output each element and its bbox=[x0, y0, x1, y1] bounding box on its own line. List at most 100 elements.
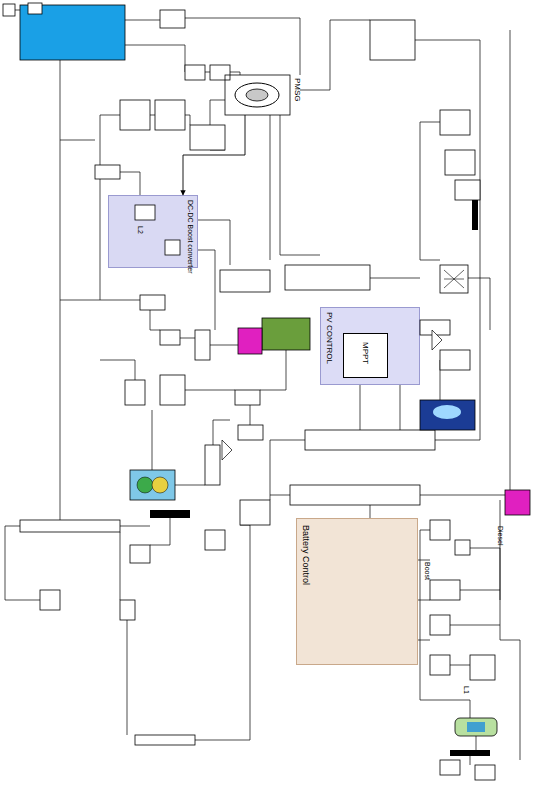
mppt-block: MPPT bbox=[343, 333, 388, 378]
gain-block bbox=[195, 330, 210, 360]
bus-bar bbox=[472, 200, 478, 230]
signal-label: Diesel bbox=[497, 526, 504, 545]
signal-connector bbox=[183, 115, 245, 195]
inductor-symbol bbox=[430, 580, 460, 600]
wire bbox=[150, 310, 286, 390]
scope-block bbox=[130, 545, 150, 563]
wire bbox=[210, 100, 320, 260]
wire bbox=[5, 525, 250, 740]
wire bbox=[125, 45, 240, 75]
switch-symbol bbox=[430, 520, 450, 540]
scope-block bbox=[440, 760, 460, 775]
block-title: DC-DC Boost converter bbox=[187, 200, 194, 274]
gain-triangle bbox=[222, 440, 232, 460]
product-block bbox=[185, 65, 205, 80]
wire bbox=[270, 440, 505, 500]
scope-block bbox=[220, 270, 270, 292]
rectifier-block bbox=[120, 100, 150, 130]
pwm-block bbox=[505, 490, 530, 515]
bus-bar bbox=[150, 510, 190, 518]
signal-label: L1 bbox=[463, 686, 470, 694]
mppt-subsystem-block bbox=[262, 318, 310, 350]
wire bbox=[125, 18, 300, 75]
block-title: Battery Control bbox=[301, 525, 310, 585]
bus-creator bbox=[290, 485, 420, 505]
wind-turbine-block bbox=[20, 5, 125, 60]
scope-block bbox=[235, 390, 260, 405]
product-block bbox=[210, 65, 230, 80]
blocks bbox=[3, 3, 495, 780]
filter-pattern bbox=[444, 270, 464, 288]
scope-block bbox=[120, 600, 135, 620]
battery-cell bbox=[467, 722, 485, 732]
switch-symbol bbox=[430, 655, 450, 675]
load-resistor bbox=[20, 520, 120, 532]
product-block bbox=[40, 590, 60, 610]
transformer-winding bbox=[137, 477, 153, 493]
wire bbox=[120, 172, 230, 330]
scope-block bbox=[238, 425, 263, 440]
subsystem-band: PV CONTROL MPPT bbox=[320, 307, 420, 385]
switch-symbol bbox=[430, 615, 450, 635]
sum-block bbox=[160, 10, 185, 28]
sum-block bbox=[440, 110, 470, 135]
transformer-winding bbox=[152, 477, 168, 493]
pwm-block bbox=[238, 328, 262, 354]
control-block bbox=[370, 20, 415, 60]
pmsg-frame bbox=[225, 75, 290, 115]
wiring bbox=[5, 5, 520, 765]
measurement-block bbox=[190, 125, 225, 150]
scope-block bbox=[470, 655, 495, 680]
switch-symbol bbox=[135, 205, 155, 220]
constant-block bbox=[28, 3, 42, 14]
gain-block bbox=[455, 180, 480, 200]
scope-block bbox=[205, 530, 225, 550]
product-block bbox=[440, 350, 470, 370]
wire bbox=[418, 560, 430, 640]
bus-creator bbox=[305, 430, 435, 450]
wire bbox=[360, 278, 420, 518]
wire bbox=[60, 60, 100, 520]
bus-bar bbox=[450, 750, 490, 756]
pv-glare bbox=[433, 405, 461, 419]
machine-block: PMSG bbox=[225, 75, 290, 115]
signal-label: L2 bbox=[137, 226, 144, 234]
block-title: PV CONTROL bbox=[325, 312, 333, 364]
block-title: MPPT bbox=[361, 342, 369, 364]
diode-symbol bbox=[165, 240, 180, 255]
wire bbox=[420, 530, 500, 718]
mux-block bbox=[135, 735, 195, 745]
diode-symbol bbox=[455, 540, 470, 555]
wire bbox=[300, 20, 510, 490]
gain-triangle bbox=[432, 330, 442, 350]
filter-block bbox=[440, 265, 468, 293]
switch-block bbox=[125, 380, 145, 405]
gain-block bbox=[205, 445, 220, 485]
gain-block bbox=[420, 320, 450, 335]
block-title: PMSG bbox=[293, 78, 301, 102]
wire bbox=[470, 500, 520, 765]
scope-block bbox=[140, 295, 165, 310]
rectifier-block bbox=[155, 100, 185, 130]
scope-block bbox=[475, 765, 495, 780]
wire bbox=[420, 122, 490, 400]
subsystem-band: Battery Control bbox=[296, 518, 418, 665]
product-block bbox=[445, 150, 475, 175]
integrator-block bbox=[240, 500, 270, 525]
wire bbox=[15, 5, 60, 10]
constant-block bbox=[3, 4, 15, 16]
machine-symbol bbox=[235, 83, 279, 107]
wire bbox=[100, 115, 190, 300]
pv-array-block bbox=[420, 400, 475, 430]
machine-rotor bbox=[246, 89, 268, 101]
wire bbox=[100, 360, 250, 445]
signal-label: Boost bbox=[424, 562, 431, 580]
gain-block bbox=[160, 330, 180, 345]
transformer-block bbox=[130, 470, 175, 500]
battery-symbol bbox=[455, 718, 497, 736]
product-block bbox=[160, 375, 185, 405]
